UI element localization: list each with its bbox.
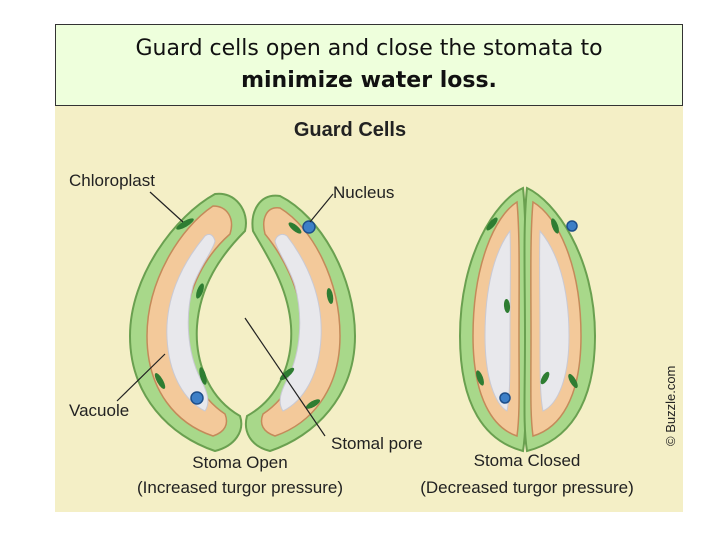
- chloroplast-pointer: [149, 191, 184, 223]
- chloroplast-icon: [326, 288, 334, 304]
- chloroplast-icon: [476, 370, 484, 386]
- diagram-heading: Guard Cells: [294, 119, 406, 141]
- guard-cells-figure: Guard Cells: [55, 106, 683, 512]
- stoma-open-caption: Stoma Open: [192, 453, 287, 472]
- vacuole-pointer: [116, 353, 166, 402]
- open-right-guard-cell: [245, 194, 357, 453]
- stomal-pore-label: Stomal pore: [331, 434, 423, 453]
- chloroplast-icon: [154, 373, 166, 389]
- slide-title: Guard cells open and close the stomata t…: [55, 24, 683, 106]
- closed-left-guard-cell: [458, 186, 527, 453]
- title-line-1: Guard cells open and close the stomata t…: [135, 36, 603, 61]
- stoma-open-subcaption: (Increased turgor pressure): [137, 478, 343, 497]
- nucleus-icon: [566, 220, 578, 232]
- stoma-closed-subcaption: (Decreased turgor pressure): [420, 478, 634, 497]
- nucleus-icon: [499, 392, 511, 404]
- nucleus-icon: [302, 220, 316, 234]
- chloroplast-icon: [568, 373, 578, 389]
- closed-right-guard-cell: [523, 186, 597, 453]
- guard-cells-diagram: Guard Cells: [55, 106, 683, 512]
- chloroplast-label: Chloroplast: [69, 171, 155, 190]
- chloroplast-icon: [288, 222, 302, 234]
- chloroplast-icon: [486, 217, 498, 231]
- nucleus-pointer: [309, 193, 334, 223]
- nucleus-label: Nucleus: [333, 183, 394, 202]
- stoma-closed-caption: Stoma Closed: [474, 451, 581, 470]
- copyright-watermark: © Buzzle.com: [663, 366, 678, 446]
- chloroplast-icon: [196, 283, 204, 299]
- chloroplast-icon: [551, 218, 559, 234]
- chloroplast-icon: [199, 367, 207, 385]
- chloroplast-icon: [176, 218, 194, 230]
- chloroplast-icon: [540, 371, 550, 385]
- chloroplast-icon: [279, 367, 295, 381]
- chloroplast-icon: [503, 299, 511, 313]
- open-left-guard-cell: [128, 192, 247, 453]
- vacuole-label: Vacuole: [69, 401, 129, 420]
- stomal-pore-pointer: [244, 317, 326, 437]
- chloroplast-icon: [305, 399, 321, 409]
- nucleus-icon: [190, 391, 204, 405]
- title-line-2: minimize water loss.: [241, 68, 497, 93]
